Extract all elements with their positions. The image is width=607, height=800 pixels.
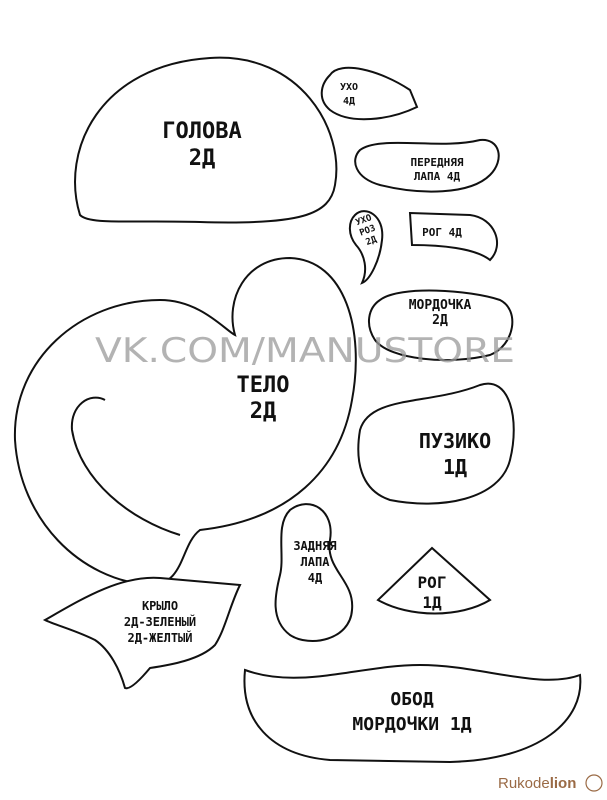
piece-belly: ПУЗИКО 1Д <box>357 382 515 505</box>
piece-muzzle: МОРДОЧКА 2Д <box>368 289 514 361</box>
piece-front-paw: ПЕРЕДНЯЯ ЛАПА 4Д <box>354 138 500 193</box>
piece-horn-big: РОГ 1Д <box>376 546 492 615</box>
body-count: 2Д <box>250 399 277 424</box>
wing-label: КРЫЛО <box>142 599 178 613</box>
horn-small-label: РОГ 4Д <box>422 226 462 239</box>
wing-count-green: 2Д-ЗЕЛЕНЫЙ <box>124 614 196 629</box>
muzzle-label: МОРДОЧКА <box>409 298 472 313</box>
piece-horn-small: РОГ 4Д <box>408 211 499 262</box>
horn-big-label: РОГ <box>418 573 447 592</box>
muzzle-rim-count: МОРДОЧКИ 1Д <box>352 714 471 735</box>
hind-paw-label: ЗАДНЯЯ <box>293 539 336 553</box>
hind-paw-part: ЛАПА <box>301 555 331 569</box>
pink-ear-count: 2Д <box>365 235 379 248</box>
logo-text-b: lion <box>550 775 577 792</box>
piece-head: ГОЛОВА 2Д <box>74 56 338 224</box>
logo-text-a: Rukode <box>498 775 550 792</box>
ear-label: УХО <box>340 82 358 93</box>
lion-icon <box>585 774 603 792</box>
body-label: ТЕЛО <box>237 373 290 398</box>
head-count: 2Д <box>189 146 216 171</box>
horn-big-count: 1Д <box>422 593 442 612</box>
belly-count: 1Д <box>443 455 467 479</box>
muzzle-rim-label: ОБОД <box>390 689 434 710</box>
muzzle-count: 2Д <box>432 313 448 328</box>
head-label: ГОЛОВА <box>162 119 241 144</box>
front-paw-count: ЛАПА 4Д <box>414 170 461 183</box>
hind-paw-count: 4Д <box>308 571 322 585</box>
piece-body: ТЕЛО 2Д <box>13 256 357 587</box>
piece-pink-ear: УХО РОЗ 2Д <box>348 210 384 285</box>
ear-count: 4Д <box>343 96 355 107</box>
svg-text:Rukodelion: Rukodelion <box>498 775 576 792</box>
piece-hind-paw: ЗАДНЯЯ ЛАПА 4Д <box>274 503 354 643</box>
rukodelion-logo: Rukodelion <box>498 774 603 792</box>
belly-label: ПУЗИКО <box>419 429 491 453</box>
wing-count-yellow: 2Д-ЖЕЛТЫЙ <box>127 630 192 645</box>
piece-muzzle-rim: ОБОД МОРДОЧКИ 1Д <box>243 663 582 764</box>
piece-wing: КРЫЛО 2Д-ЗЕЛЕНЫЙ 2Д-ЖЕЛТЫЙ <box>42 576 242 690</box>
piece-ear: УХО 4Д <box>320 66 419 121</box>
front-paw-label: ПЕРЕДНЯЯ <box>411 156 464 169</box>
watermark: VK.COM/MANUSTORE <box>95 331 515 371</box>
